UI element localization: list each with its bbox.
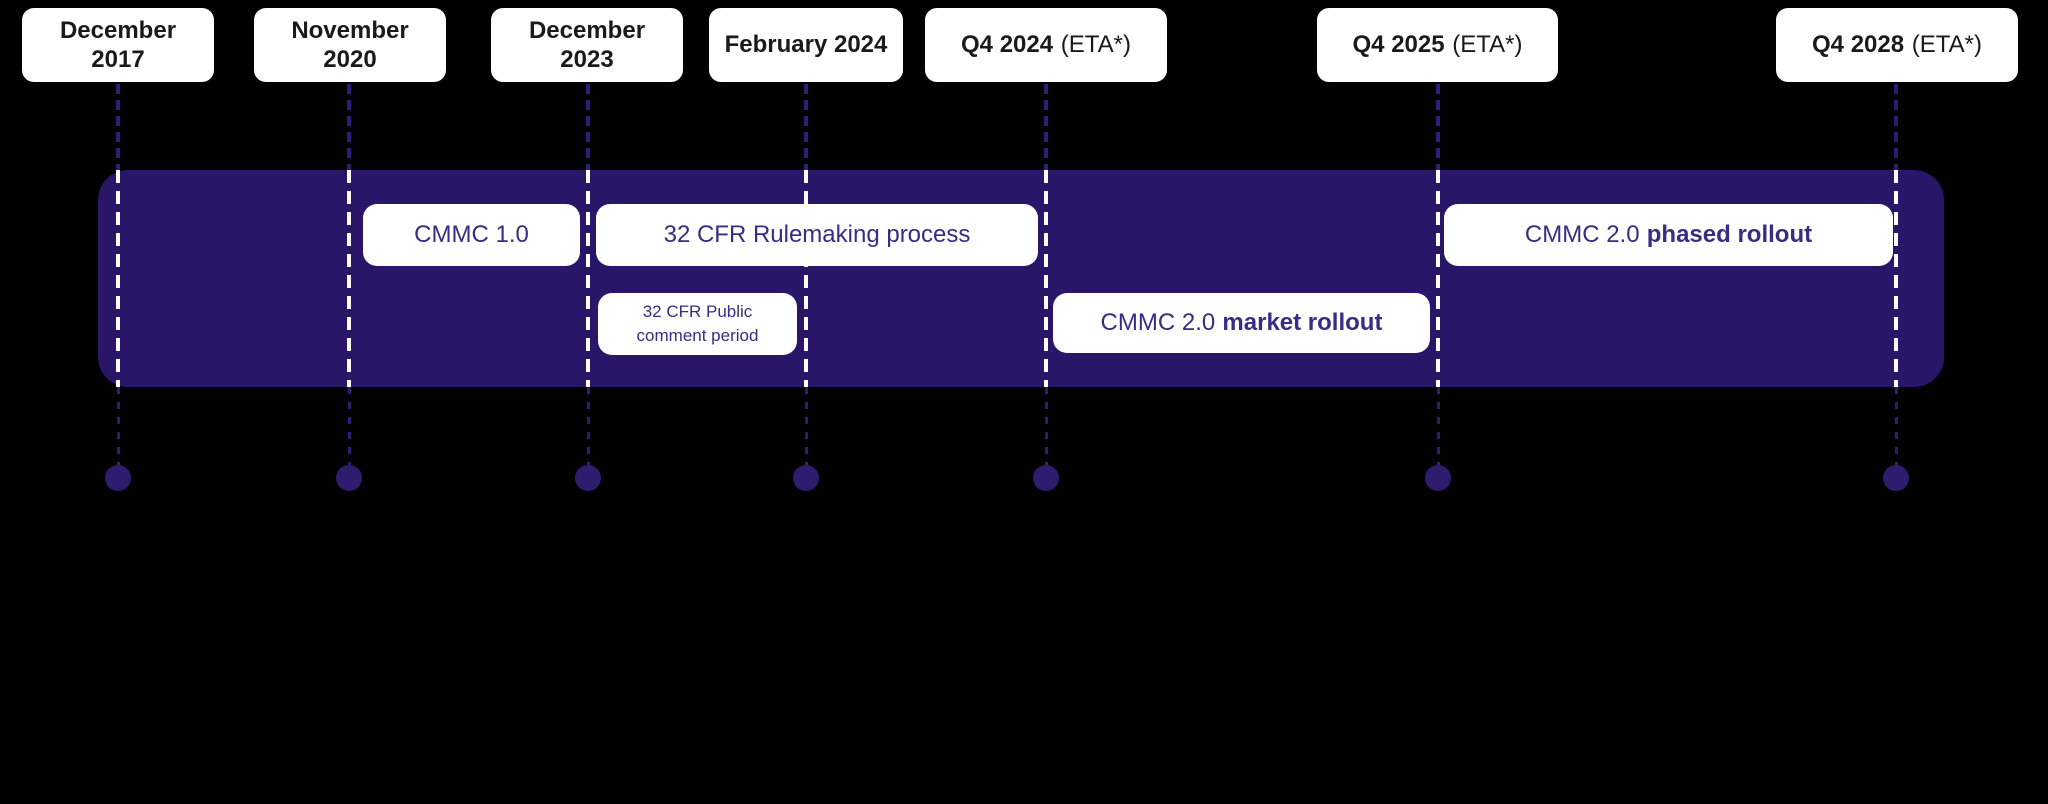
dashed-connector-band [586,170,590,387]
dashed-connector-band [116,170,120,387]
phase-cmmc-2-0-phased-rollout: CMMC 2.0 phased rollout [1444,204,1893,266]
date-text: Q4 2024 [961,31,1054,59]
phase-text: CMMC 2.0 [1524,221,1640,248]
date-text: November 2020 [291,16,409,73]
date-suffix: (ETA*) [1911,31,1982,59]
timeline-dot [1883,465,1909,491]
date-label: November 2020 [254,8,446,82]
dashed-connector-upper [586,84,590,170]
dashed-connector-upper [116,84,120,170]
date-text: Q4 2025 [1352,31,1445,59]
date-label: February 2024 [709,8,903,82]
dashed-connector-band [347,170,351,387]
date-suffix: (ETA*) [1452,31,1523,59]
date-label: Q4 2025 (ETA*) [1317,8,1558,82]
date-text: December 2017 [59,16,177,73]
dashed-connector-lower [1045,387,1048,465]
dashed-connector-upper [804,84,808,170]
dashed-connector-lower [587,387,590,465]
date-label: Q4 2028 (ETA*) [1776,8,2018,82]
timeline-dot [793,465,819,491]
dashed-connector-upper [1436,84,1440,170]
timeline-dot [336,465,362,491]
date-text: February 2024 [724,31,888,59]
dashed-connector-band [804,170,808,387]
dashed-connector-lower [117,387,120,465]
date-label: December 2017 [22,8,214,82]
date-label: Q4 2024 (ETA*) [925,8,1167,82]
phase-cmmc-1-0: CMMC 1.0 [363,204,580,266]
dashed-connector-band [1436,170,1440,387]
phase-text: CMMC 2.0 [1100,309,1216,336]
timeline-dot [105,465,131,491]
date-label: December 2023 [491,8,683,82]
timeline-band [98,170,1944,387]
timeline-dot [1425,465,1451,491]
timeline-dot [575,465,601,491]
phase-text-bold: market rollout [1222,309,1383,336]
dashed-connector-upper [1894,84,1898,170]
dashed-connector-lower [1437,387,1440,465]
dashed-connector-lower [1895,387,1898,465]
phase-32-cfr-public-comment: 32 CFR Public comment period [598,293,797,355]
phase-32-cfr-rulemaking: 32 CFR Rulemaking process [596,204,1038,266]
phase-text: CMMC 1.0 [414,221,529,248]
dashed-connector-upper [1044,84,1048,170]
phase-text: 32 CFR Rulemaking process [663,221,971,248]
date-suffix: (ETA*) [1060,31,1131,59]
timeline-dot [1033,465,1059,491]
dashed-connector-band [1044,170,1048,387]
dashed-connector-band [1894,170,1898,387]
date-text: December 2023 [528,16,646,73]
date-text: Q4 2028 [1812,31,1905,59]
dashed-connector-upper [347,84,351,170]
phase-text: 32 CFR Public comment period [636,302,759,345]
dashed-connector-lower [348,387,351,465]
phase-cmmc-2-0-market-rollout: CMMC 2.0 market rollout [1053,293,1430,353]
dashed-connector-lower [805,387,808,465]
phase-text-bold: phased rollout [1646,221,1813,248]
